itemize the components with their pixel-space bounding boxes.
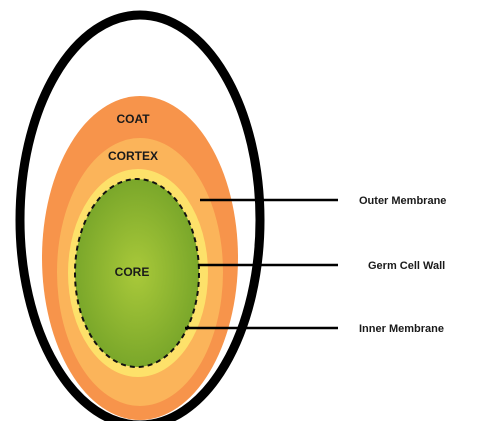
germ-cell-wall-label: Germ Cell Wall — [368, 260, 445, 272]
outer-membrane-label: Outer Membrane — [359, 195, 446, 207]
coat-label: COAT — [116, 112, 150, 126]
inner-membrane-label: Inner Membrane — [359, 323, 444, 335]
core-label: CORE — [115, 265, 150, 279]
cortex-label: CORTEX — [108, 149, 158, 163]
